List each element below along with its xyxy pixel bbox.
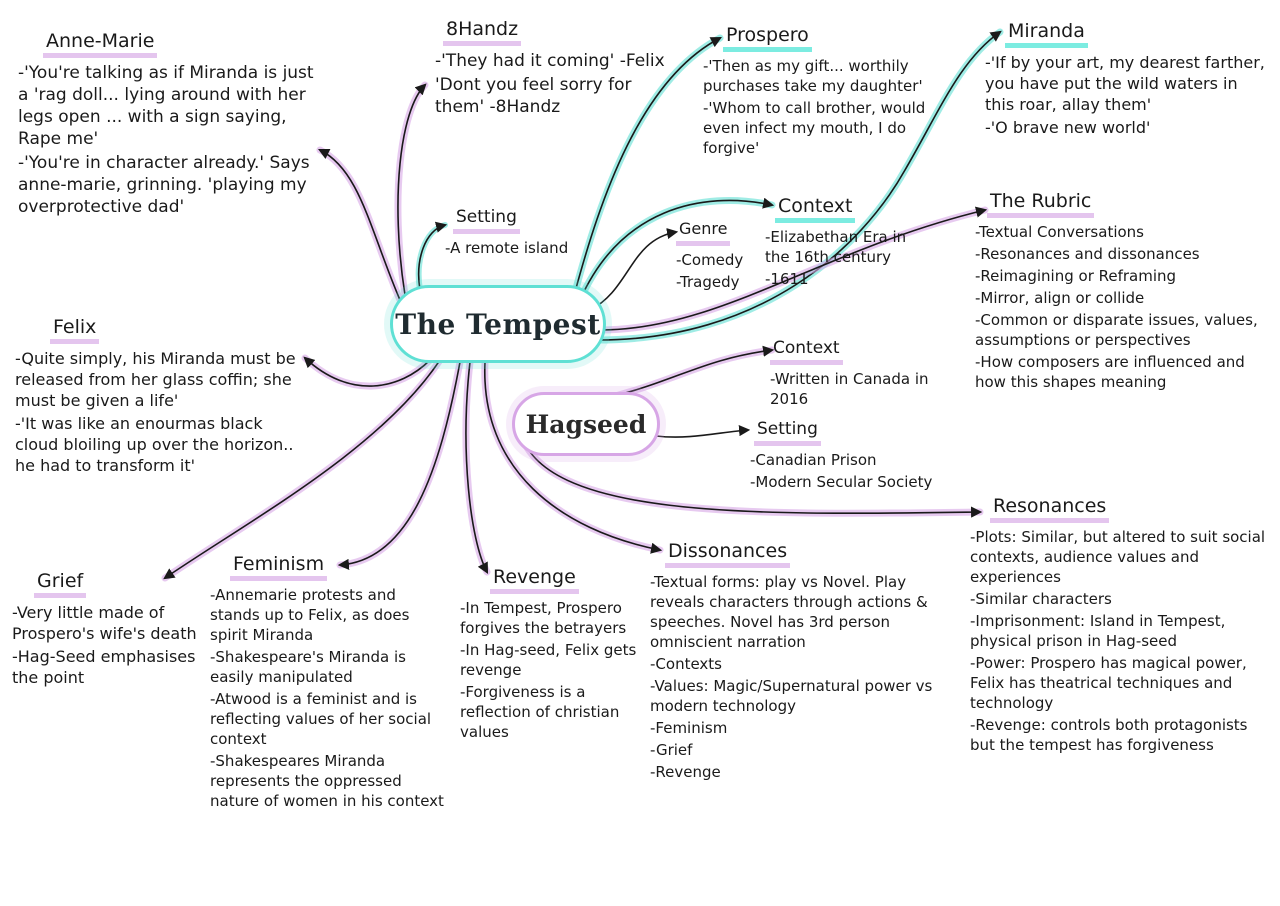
- branch-setting-hagseed: Setting -Canadian Prison -Modern Secular…: [750, 418, 965, 494]
- dissonances-item: -Contexts: [650, 655, 722, 673]
- dissonances-item: -Values: Magic/Supernatural power vs mod…: [650, 677, 933, 715]
- feminism-item: -Shakespeare's Miranda is easily manipul…: [210, 648, 406, 686]
- resonances-item: -Revenge: controls both protagonists but…: [970, 716, 1248, 754]
- heading-dissonances: Dissonances: [665, 540, 791, 568]
- felix-item: -'It was like an enourmas black cloud bl…: [15, 414, 294, 475]
- setting-hagseed-item: -Canadian Prison: [750, 451, 877, 469]
- context-tempest-item: -Elizabethan Era in the 16th century: [765, 228, 907, 266]
- heading-felix: Felix: [50, 316, 100, 344]
- rubric-item: -Reimagining or Reframing: [975, 267, 1177, 285]
- branch-rubric: The Rubric -Textual Conversations -Reson…: [975, 190, 1270, 394]
- central-topic-title: The Tempest: [395, 307, 601, 341]
- heading-feminism: Feminism: [230, 553, 328, 581]
- revenge-item: -In Tempest, Prospero forgives the betra…: [460, 599, 627, 637]
- link-anne-marie: [316, 146, 404, 304]
- branch-context-tempest: Context -Elizabethan Era in the 16th cen…: [765, 195, 910, 291]
- branch-genre: Genre -Comedy -Tragedy: [676, 218, 766, 294]
- setting-tempest-item: -A remote island: [445, 239, 569, 257]
- rubric-item: -Common or disparate issues, values, ass…: [975, 311, 1258, 349]
- branch-setting-tempest: Setting -A remote island: [445, 206, 605, 260]
- branch-felix: Felix -Quite simply, his Miranda must be…: [15, 316, 305, 478]
- resonances-item: -Plots: Similar, but altered to suit soc…: [970, 528, 1266, 586]
- heading-setting-tempest: Setting: [453, 206, 520, 234]
- branch-dissonances: Dissonances -Textual forms: play vs Nove…: [650, 540, 960, 784]
- revenge-item: -Forgiveness is a reflection of christia…: [460, 683, 620, 741]
- rubric-item: -Textual Conversations: [975, 223, 1144, 241]
- resonances-item: -Similar characters: [970, 590, 1112, 608]
- heading-context-hagseed: Context: [770, 337, 843, 365]
- heading-rubric: The Rubric: [987, 190, 1095, 218]
- revenge-item: -In Hag-seed, Felix gets revenge: [460, 641, 637, 679]
- heading-resonances: Resonances: [990, 495, 1110, 523]
- anne-marie-item: -'You're in character already.' Says ann…: [18, 153, 310, 217]
- miranda-item: -'O brave new world': [985, 118, 1151, 137]
- heading-context-tempest: Context: [775, 195, 856, 223]
- heading-prospero: Prospero: [723, 24, 812, 52]
- resonances-item: -Imprisonment: Island in Tempest, physic…: [970, 612, 1226, 650]
- rubric-item: -How composers are influenced and how th…: [975, 353, 1245, 391]
- branch-prospero: Prospero -'Then as my gift... worthily p…: [703, 24, 958, 160]
- heading-grief: Grief: [34, 570, 87, 598]
- resonances-item: -Power: Prospero has magical power, Feli…: [970, 654, 1247, 712]
- dissonances-item: -Grief: [650, 741, 693, 759]
- genre-item: -Comedy: [676, 251, 744, 269]
- rubric-item: -Resonances and dissonances: [975, 245, 1200, 263]
- dissonances-item: -Revenge: [650, 763, 721, 781]
- rubric-item: -Mirror, align or collide: [975, 289, 1145, 307]
- heading-revenge: Revenge: [490, 566, 579, 594]
- felix-item: -Quite simply, his Miranda must be relea…: [15, 349, 296, 410]
- feminism-item: -Atwood is a feminist and is reflecting …: [210, 690, 432, 748]
- heading-8handz: 8Handz: [443, 18, 522, 46]
- dissonances-item: -Textual forms: play vs Novel. Play reve…: [650, 573, 928, 651]
- branch-revenge: Revenge -In Tempest, Prospero forgives t…: [460, 566, 640, 744]
- link-feminism: [336, 358, 464, 569]
- grief-item: -Very little made of Prospero's wife's d…: [12, 603, 197, 643]
- branch-8handz: 8Handz -'They had it coming' -Felix 'Don…: [435, 18, 675, 120]
- 8handz-item: -'They had it coming' -Felix: [435, 51, 665, 71]
- heading-miranda: Miranda: [1005, 20, 1088, 48]
- heading-setting-hagseed: Setting: [754, 418, 821, 446]
- heading-genre: Genre: [676, 218, 731, 246]
- branch-resonances: Resonances -Plots: Similar, but altered …: [970, 495, 1270, 757]
- grief-item: -Hag-Seed emphasises the point: [12, 647, 196, 687]
- central-topic-secondary: Hagseed: [525, 409, 647, 439]
- branch-anne-marie: Anne-Marie -'You're talking as if Mirand…: [18, 30, 318, 220]
- dissonances-item: -Feminism: [650, 719, 728, 737]
- setting-hagseed-item: -Modern Secular Society: [750, 473, 933, 491]
- link-felix: [301, 354, 434, 390]
- link-revenge: [462, 358, 491, 576]
- heading-anne-marie: Anne-Marie: [43, 30, 158, 58]
- feminism-item: -Annemarie protests and stands up to Fel…: [210, 586, 410, 644]
- link-8handz: [394, 81, 429, 299]
- branch-grief: Grief -Very little made of Prospero's wi…: [12, 570, 202, 690]
- central-topic-hagseed: Hagseed: [512, 392, 660, 456]
- anne-marie-item: -'You're talking as if Miranda is just a…: [18, 63, 314, 149]
- genre-item: -Tragedy: [676, 273, 740, 291]
- branch-feminism: Feminism -Annemarie protests and stands …: [210, 553, 445, 813]
- branch-context-hagseed: Context -Written in Canada in 2016: [770, 337, 935, 411]
- central-topic-the-tempest: The Tempest: [390, 285, 606, 363]
- context-tempest-item: -1611: [765, 270, 809, 288]
- feminism-item: -Shakespeares Miranda represents the opp…: [210, 752, 444, 810]
- link-dissonances: [481, 358, 664, 554]
- miranda-item: -'If by your art, my dearest farther, yo…: [985, 53, 1265, 114]
- prospero-item: -'Whom to call brother, would even infec…: [703, 99, 926, 157]
- link-setting-tempest: [415, 222, 448, 293]
- prospero-item: -'Then as my gift... worthily purchases …: [703, 57, 923, 95]
- link-setting-hagseed: [655, 425, 751, 438]
- 8handz-item: 'Dont you feel sorry for them' -8Handz: [435, 75, 632, 117]
- branch-miranda: Miranda -'If by your art, my dearest far…: [985, 20, 1265, 140]
- context-hagseed-item: -Written in Canada in 2016: [770, 370, 929, 408]
